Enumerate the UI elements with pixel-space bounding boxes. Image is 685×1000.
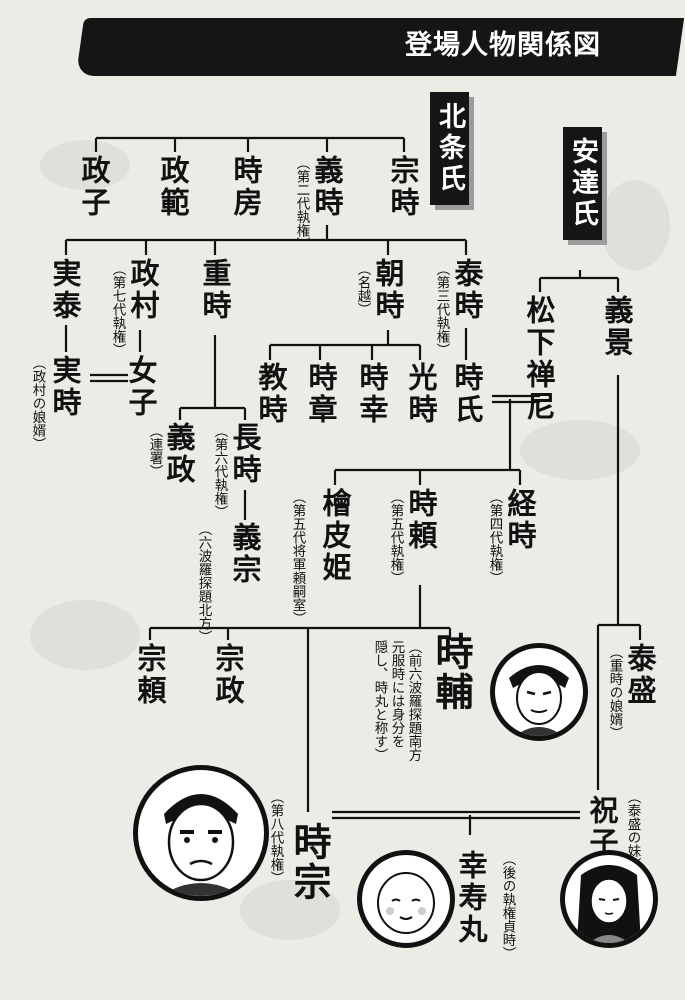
person-tokiyuki: 時幸 xyxy=(355,362,389,426)
person-shigetoki: 重時 xyxy=(198,258,232,322)
person-matsushita-zenni: 松下禅尼 xyxy=(522,295,556,423)
person-mitsutoki: 光時 xyxy=(404,362,438,426)
person-yasumori: 泰盛 xyxy=(623,643,657,707)
person-tsunetoki: 経時 xyxy=(503,488,537,552)
person-yasutoki: 泰時 xyxy=(450,258,484,322)
note-tokisuke-2: 元服時には身分を xyxy=(388,640,405,748)
person-masanori: 政範 xyxy=(156,155,190,219)
paper-texture xyxy=(520,420,640,480)
person-tomotoki: 朝時 xyxy=(371,258,405,322)
note-yasumori: （重時の娘婿） xyxy=(606,645,623,740)
note-nagatoki: （第六代執権） xyxy=(211,424,228,519)
note-yoshitoki: （第二代執権） xyxy=(293,156,310,251)
person-norotoki: 教時 xyxy=(254,362,288,426)
person-tokisuke: 時輔 xyxy=(429,632,474,712)
person-nagatoki: 長時 xyxy=(228,422,262,486)
paper-texture xyxy=(240,880,340,940)
note-noriko: （泰盛の妹） xyxy=(624,790,641,871)
person-munemasa: 宗政 xyxy=(211,643,245,707)
tokisuke-portrait xyxy=(490,643,588,741)
note-tokimune: （第八代執権） xyxy=(267,790,284,885)
person-tokimune: 時宗 xyxy=(287,822,332,902)
person-masamura: 政村 xyxy=(126,258,160,322)
person-tokiuji: 時氏 xyxy=(450,362,484,426)
person-muneyori: 宗頼 xyxy=(133,643,167,707)
note-masamura: （第七代執権） xyxy=(109,262,126,357)
tokimune-portrait xyxy=(133,765,269,901)
person-saneyasu: 実泰 xyxy=(48,258,82,322)
person-yoshimune: 義宗 xyxy=(228,522,262,586)
person-sanetoki: 実時 xyxy=(48,355,82,419)
note-tomotoki: （名越） xyxy=(354,262,371,316)
note-tokisuke-1: （前六波羅探題南方 xyxy=(405,640,422,762)
person-tokiaki: 時章 xyxy=(304,362,338,426)
kojumaru-portrait xyxy=(357,850,455,948)
note-hiwadahime: （第五代将軍頼嗣室） xyxy=(289,490,306,625)
person-kojumaru: 幸寿丸 xyxy=(454,850,488,946)
person-joshi: 女子 xyxy=(124,355,158,419)
note-tsunetoki: （第四代執権） xyxy=(486,490,503,585)
note-yoshimasa: （連署） xyxy=(146,424,163,478)
paper-texture xyxy=(600,180,670,270)
chart-title: 登場人物関係図 xyxy=(405,30,601,61)
note-yasutoki: （第三代執権） xyxy=(433,262,450,357)
person-yoshitoki: 義時 xyxy=(310,155,344,219)
note-sanetoki: （政村の娘婿） xyxy=(29,356,46,451)
person-hiwadahime: 檜皮姫 xyxy=(318,488,352,584)
note-tokisuke-3: 隠し、時丸と称す） xyxy=(371,640,388,762)
person-yoshikage: 義景 xyxy=(600,295,634,359)
note-tokiyori: （第五代執権） xyxy=(387,490,404,585)
adachi-clan-plate: 安達氏 xyxy=(563,127,602,240)
person-masako: 政子 xyxy=(77,155,111,219)
paper-texture xyxy=(40,140,130,190)
person-tokiyori: 時頼 xyxy=(404,488,438,552)
person-yoshimasa: 義政 xyxy=(162,422,196,486)
noriko-portrait xyxy=(560,850,658,948)
person-munetoki: 宗時 xyxy=(386,155,420,219)
person-noriko: 祝子 xyxy=(585,795,619,859)
person-tokifusa: 時房 xyxy=(229,155,263,219)
note-yoshimune: （六波羅探題北方） xyxy=(195,522,212,644)
note-kojumaru: （後の執権貞時） xyxy=(499,852,516,960)
paper-texture xyxy=(30,600,140,670)
hojo-clan-plate: 北条氏 xyxy=(430,92,469,205)
